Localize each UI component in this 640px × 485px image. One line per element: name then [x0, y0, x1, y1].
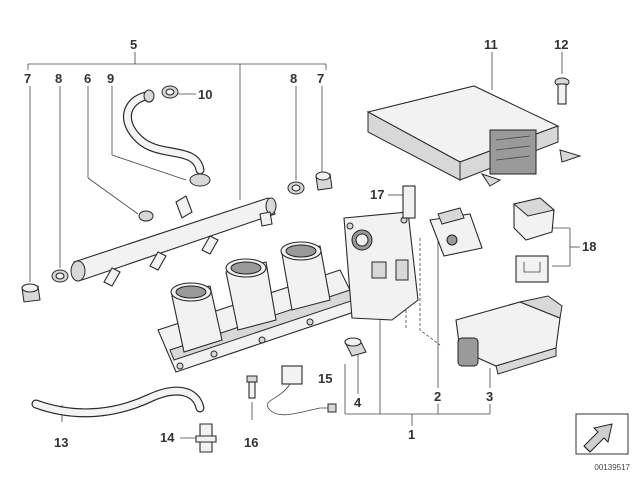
callout-14: 13 — [54, 435, 69, 450]
bolt-part-16 — [246, 375, 258, 399]
screw-part-12 — [554, 77, 570, 105]
callout-18: 18 — [582, 239, 597, 254]
callout-16: 16 — [244, 435, 259, 450]
callout-5: 5 — [130, 37, 138, 52]
callout-9: 9 — [107, 71, 115, 86]
idle-valve-part-3 — [455, 295, 563, 375]
callout-10: 10 — [198, 87, 213, 102]
relay-part-18 — [512, 197, 556, 283]
callout-6: 6 — [84, 71, 92, 86]
plug-part-4 — [344, 337, 367, 357]
callout-13: 14 — [160, 430, 175, 445]
control-unit-part-11 — [366, 85, 582, 187]
callout-8-left: 8 — [55, 71, 63, 86]
throttle-body-assembly — [157, 241, 361, 373]
callout-12: 12 — [554, 37, 569, 52]
spring-part-17 — [402, 185, 416, 219]
hose-part-9 — [123, 89, 211, 187]
fuel-rail-pipe — [70, 195, 277, 287]
hose-part-14 — [31, 386, 205, 418]
callout-7-right: 7 — [317, 71, 325, 86]
hose-clamps — [51, 85, 305, 283]
throttle-position-sensor — [429, 207, 483, 257]
reference-number: 00139517 — [594, 463, 630, 472]
callout-2: 2 — [434, 389, 442, 404]
fitting-part-13 — [195, 423, 217, 453]
sensor-part-15 — [267, 365, 337, 416]
callout-17: 17 — [370, 187, 385, 202]
arrow-corner-icon[interactable] — [575, 413, 629, 455]
callout-1: 1 — [408, 427, 416, 442]
callout-4: 4 — [354, 395, 362, 410]
callout-8-right: 8 — [290, 71, 298, 86]
callout-7-left: 7 — [24, 71, 32, 86]
callout-15: 15 — [318, 371, 333, 386]
caps-part-7 — [21, 171, 333, 303]
callout-11: 11 — [484, 37, 498, 52]
callout-3: 3 — [486, 389, 494, 404]
actuator-plate — [343, 211, 419, 321]
